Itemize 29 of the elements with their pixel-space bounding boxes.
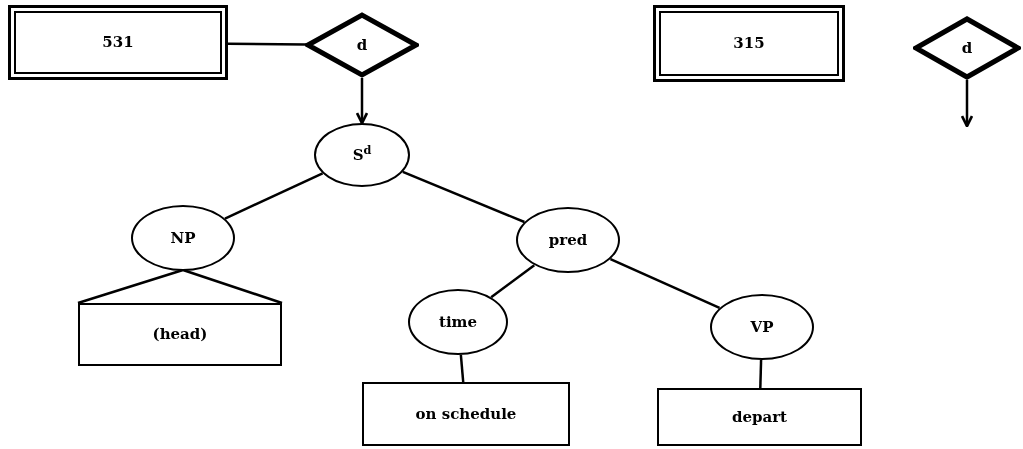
leaf-box [657,388,862,446]
leaf-box [78,303,282,366]
node-label: S$^{d}$ [352,143,372,166]
connector-line [228,42,306,46]
connector-line [759,359,763,389]
node-label: on schedule [415,403,517,425]
relation-diamond [305,12,419,78]
leaf-box [362,382,570,446]
node-label: (head) [152,324,208,346]
arrow [960,80,974,128]
node-label: time [438,311,477,333]
arrow [355,78,369,125]
node-label: 315 [733,33,765,55]
entity-box [653,5,845,82]
node-label: depart [731,406,788,428]
connector-line [224,172,324,220]
node-label: 531 [102,32,134,54]
connector-line [76,268,284,305]
node-label: NP [170,227,196,249]
relation-diamond [913,16,1021,80]
connector-line [609,257,721,310]
node-label: d [961,37,973,59]
connector-line [490,264,536,299]
node-label: pred [548,229,588,251]
connector-line [459,354,465,383]
node-label: d [356,34,368,56]
node-label: VP [750,316,774,338]
entity-box [8,5,228,80]
node-ellipse [516,207,620,273]
